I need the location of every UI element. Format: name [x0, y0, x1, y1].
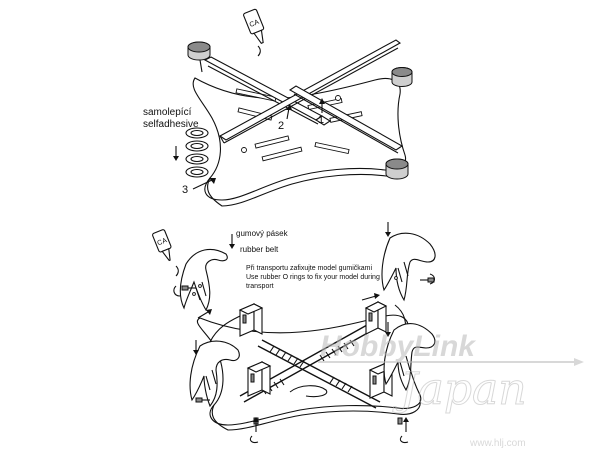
- transport-note-cz: Při transportu zafixujte model gumičkami: [246, 265, 372, 272]
- cross-rail-c: [288, 85, 404, 154]
- transport-note-en-2: transport: [246, 283, 274, 290]
- cross-rail-a: [203, 56, 332, 126]
- glue-tag-top: CA: [249, 19, 261, 29]
- rubber-band-label-en: rubber belt: [240, 245, 279, 254]
- glue-bottle-icon: CA: [243, 8, 265, 44]
- screw-icon-left-bottom: [195, 397, 210, 403]
- bottom-assembly: CA gumový pásek rubber belt Při transpor…: [152, 222, 436, 444]
- stand-base-plate: [192, 77, 407, 201]
- top-assembly: CA samolepící selfadhesive 1 2 3: [143, 8, 413, 207]
- watermark-url: www.hlj.com: [469, 438, 526, 449]
- corner-pad-top-right: [391, 67, 413, 87]
- transport-note-en-1: Use rubber O rings to fix your model dur…: [246, 274, 380, 281]
- rubber-band-label-cz: gumový pásek: [236, 229, 289, 238]
- rotate-arrow-icon-bottom-left: [249, 435, 259, 444]
- step-number-1: 1: [318, 114, 324, 126]
- support-box-center-left: [246, 361, 272, 397]
- step-number-2: 2: [278, 120, 284, 132]
- adhesive-pad-stack: [185, 127, 209, 178]
- rotate-arrow-icon-bottom-right: [399, 435, 409, 444]
- watermark-brand: HobbyLink: [320, 330, 476, 363]
- adhesive-label-en: selfadhesive: [143, 119, 199, 130]
- support-box-right: [364, 301, 388, 335]
- glue-bottle-icon-bottom: CA: [152, 229, 172, 262]
- screw-icon-bottom-2: [397, 417, 403, 425]
- watermark-script: Japan: [392, 364, 527, 415]
- hobbylink-watermark: HobbyLink Japan www.hlj.com: [318, 330, 584, 449]
- wing-fin-bottom-left: [189, 340, 240, 408]
- glue-tag-bottom: CA: [156, 237, 168, 247]
- screw-icon-left-top: [181, 285, 196, 291]
- wing-fin-top-left: [179, 248, 228, 312]
- corner-pad-top-left: [187, 41, 211, 73]
- step-number-3: 3: [182, 184, 188, 196]
- rotate-arrow-icon: [173, 285, 181, 297]
- arrows: [193, 222, 409, 432]
- down-arrow-icon: [173, 146, 179, 161]
- adhesive-label-cz: samolepící: [143, 107, 192, 118]
- screw-icon-right-top: [420, 277, 435, 283]
- wing-fin-top-right: [381, 232, 436, 302]
- corner-pad-bottom-right: [385, 158, 409, 180]
- support-box-left: [238, 303, 264, 337]
- rotate-arrow-icon-right: [429, 273, 436, 285]
